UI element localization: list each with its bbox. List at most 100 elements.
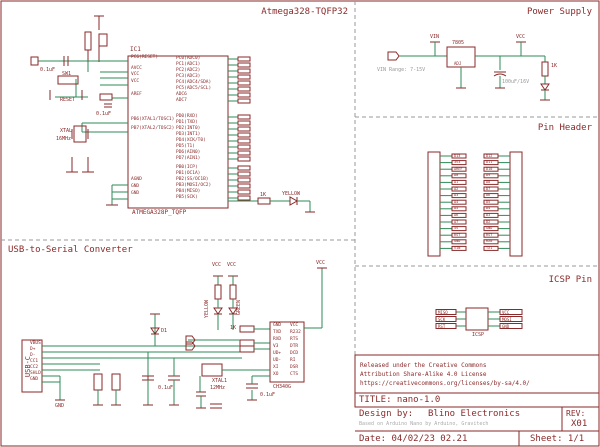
header-left-label: A7: [454, 219, 459, 224]
mcu-left-pin-label: AREF: [131, 92, 142, 97]
ch340-right-pin-label: DSR: [290, 365, 299, 370]
section-title-mcu: Atmega328-TQFP32: [261, 7, 348, 17]
mcu-right-pin-label: PC2(ADC2): [176, 68, 201, 73]
license-line-2: Attribution Share-Alike 4.0 License: [360, 371, 487, 378]
regulator-label: 7805: [452, 40, 465, 46]
header-right-port: [483, 219, 499, 225]
reset-cap-label: 0.1uF: [40, 67, 56, 73]
usb-xtal-freq: 12MHz: [210, 385, 226, 391]
header-left-label: D13: [454, 153, 461, 158]
icsp-left-port: [435, 316, 457, 322]
led-res-label: 1K: [260, 192, 267, 198]
icsp-right-label: VCC: [502, 309, 510, 315]
header-right-label: D3: [486, 212, 491, 217]
header-left-port: [451, 232, 467, 238]
header-left-port: [451, 173, 467, 179]
usb-vcc-label-3: VCC: [316, 260, 326, 266]
icsp-left-port: [435, 323, 457, 329]
mcu-left-pin-label: AGND: [131, 177, 142, 182]
header-left-port: [451, 193, 467, 199]
regulator-pins: ADJ: [454, 61, 462, 66]
power-vcc-label: VCC: [516, 34, 526, 40]
mcu-left-pin-label: PB7(XTAL2/TOSC2): [131, 126, 175, 131]
header-right-port: [483, 153, 499, 159]
switch-label: SW1: [62, 71, 72, 77]
header-left-port: [451, 186, 467, 192]
mcu-pin-port: [237, 74, 251, 80]
mcu-left-pin-label: VCC: [131, 72, 140, 77]
mcu-right-pin-label: PB2(SS/OC1B): [176, 177, 209, 182]
ch340-right-pin-label: R232: [290, 330, 301, 335]
ch340-left-pin-label: GND: [273, 323, 282, 328]
header-left-port: [451, 206, 467, 212]
header-right-label: D7: [486, 186, 491, 191]
icsp-left-label: RST: [438, 323, 446, 329]
ch340-left-pin-label: UD-: [273, 358, 282, 363]
header-right-label: D11: [486, 160, 493, 165]
header-right-port: [483, 199, 499, 205]
mcu-right-pin-label: PC0(ADC0): [176, 56, 201, 61]
ch340-left-pin-label: V3: [273, 344, 279, 349]
header-right-port: [483, 193, 499, 199]
license-line-3: https://creativecommons.org/licenses/by-…: [360, 380, 530, 387]
header-left-label: A3: [454, 193, 459, 198]
usb-pin-label: CC1: [30, 358, 39, 364]
ch340-label: CH340G: [273, 384, 292, 390]
icsp-left-port: [435, 309, 457, 315]
header-left-label: A6: [454, 212, 459, 217]
rev-label: REV:: [566, 409, 586, 418]
ch340-right-pin-label: VCC: [290, 323, 299, 328]
mcu-right-pin-label: PB4(MISO): [176, 189, 201, 194]
section-title-power: Power Supply: [526, 7, 592, 17]
mcu-right-pin-label: PB5(SCK): [176, 195, 198, 200]
usb-vcc-label-1: VCC: [212, 262, 222, 268]
section-title-usb: USB-to-Serial Converter: [8, 245, 133, 255]
usb-pin-label: D-: [30, 352, 36, 358]
section-title-icsp: ICSP Pin: [548, 275, 592, 285]
based-on-note: Based on Arduino Nano by Arduino, Gravit…: [359, 421, 489, 427]
usb-cap2-label: 0.1uF: [158, 385, 174, 391]
icsp-right-port: [499, 309, 523, 315]
usb-led-green-label: GREEN: [236, 300, 242, 316]
icsp-section: [435, 307, 523, 331]
header-right-label: D12: [486, 153, 493, 158]
usb-section: [21, 267, 327, 409]
header-left-label: 5V: [454, 226, 459, 231]
mcu-pin-port: [237, 189, 251, 195]
vin-range-note: VIN Range: 7-15V: [377, 67, 426, 73]
header-right-port: [483, 232, 499, 238]
mcu-right-pin-label: PB3(MOSI/OC2): [176, 183, 212, 188]
xtal-label: XTAL: [60, 128, 73, 134]
power-section: [387, 41, 550, 101]
mcu-right-pin-label: PD2(INT0): [176, 126, 201, 131]
header-right-label: RX0: [486, 239, 493, 244]
mcu-pin-port: [237, 62, 251, 68]
ch340-left-pin-label: RXD: [273, 337, 282, 342]
header-right-port: [483, 186, 499, 192]
header-left-port: [451, 219, 467, 225]
title-field: TITLE: nano-1.0: [359, 395, 441, 405]
section-title-header: Pin Header: [537, 123, 592, 133]
mcu-left-pin-label: PC6(RESET): [131, 55, 159, 60]
ch340-right-pin-label: RTS: [290, 337, 299, 342]
icsp-label: ICSP: [472, 332, 485, 338]
mcu-pin-port: [237, 86, 251, 92]
mcu-pin-port: [237, 195, 251, 201]
usb-xtal-label: XTAL1: [212, 378, 228, 384]
power-vin-label: VIN: [430, 34, 440, 40]
ch340-right-pin-label: RI: [290, 358, 296, 363]
ch340-right-pin-label: CTS: [290, 372, 299, 377]
icsp-left-label: SCK: [438, 316, 446, 322]
header-left-port: [451, 166, 467, 172]
header-right-label: D2: [486, 219, 491, 224]
header-right-label: D5: [486, 199, 491, 204]
mcu-pin-port: [237, 150, 251, 156]
aref-cap-label: 0.1uF: [96, 111, 112, 117]
header-left-label: A2: [454, 186, 459, 191]
mcu-right-pin-label: PD6(AIN0): [176, 150, 201, 155]
usb-led-yellow-label: YELLOW: [204, 300, 210, 319]
header-right-port: [483, 166, 499, 172]
mcu-right-pin-label: PC5(ADC5/SCL): [176, 86, 212, 91]
header-right-port: [483, 160, 499, 166]
